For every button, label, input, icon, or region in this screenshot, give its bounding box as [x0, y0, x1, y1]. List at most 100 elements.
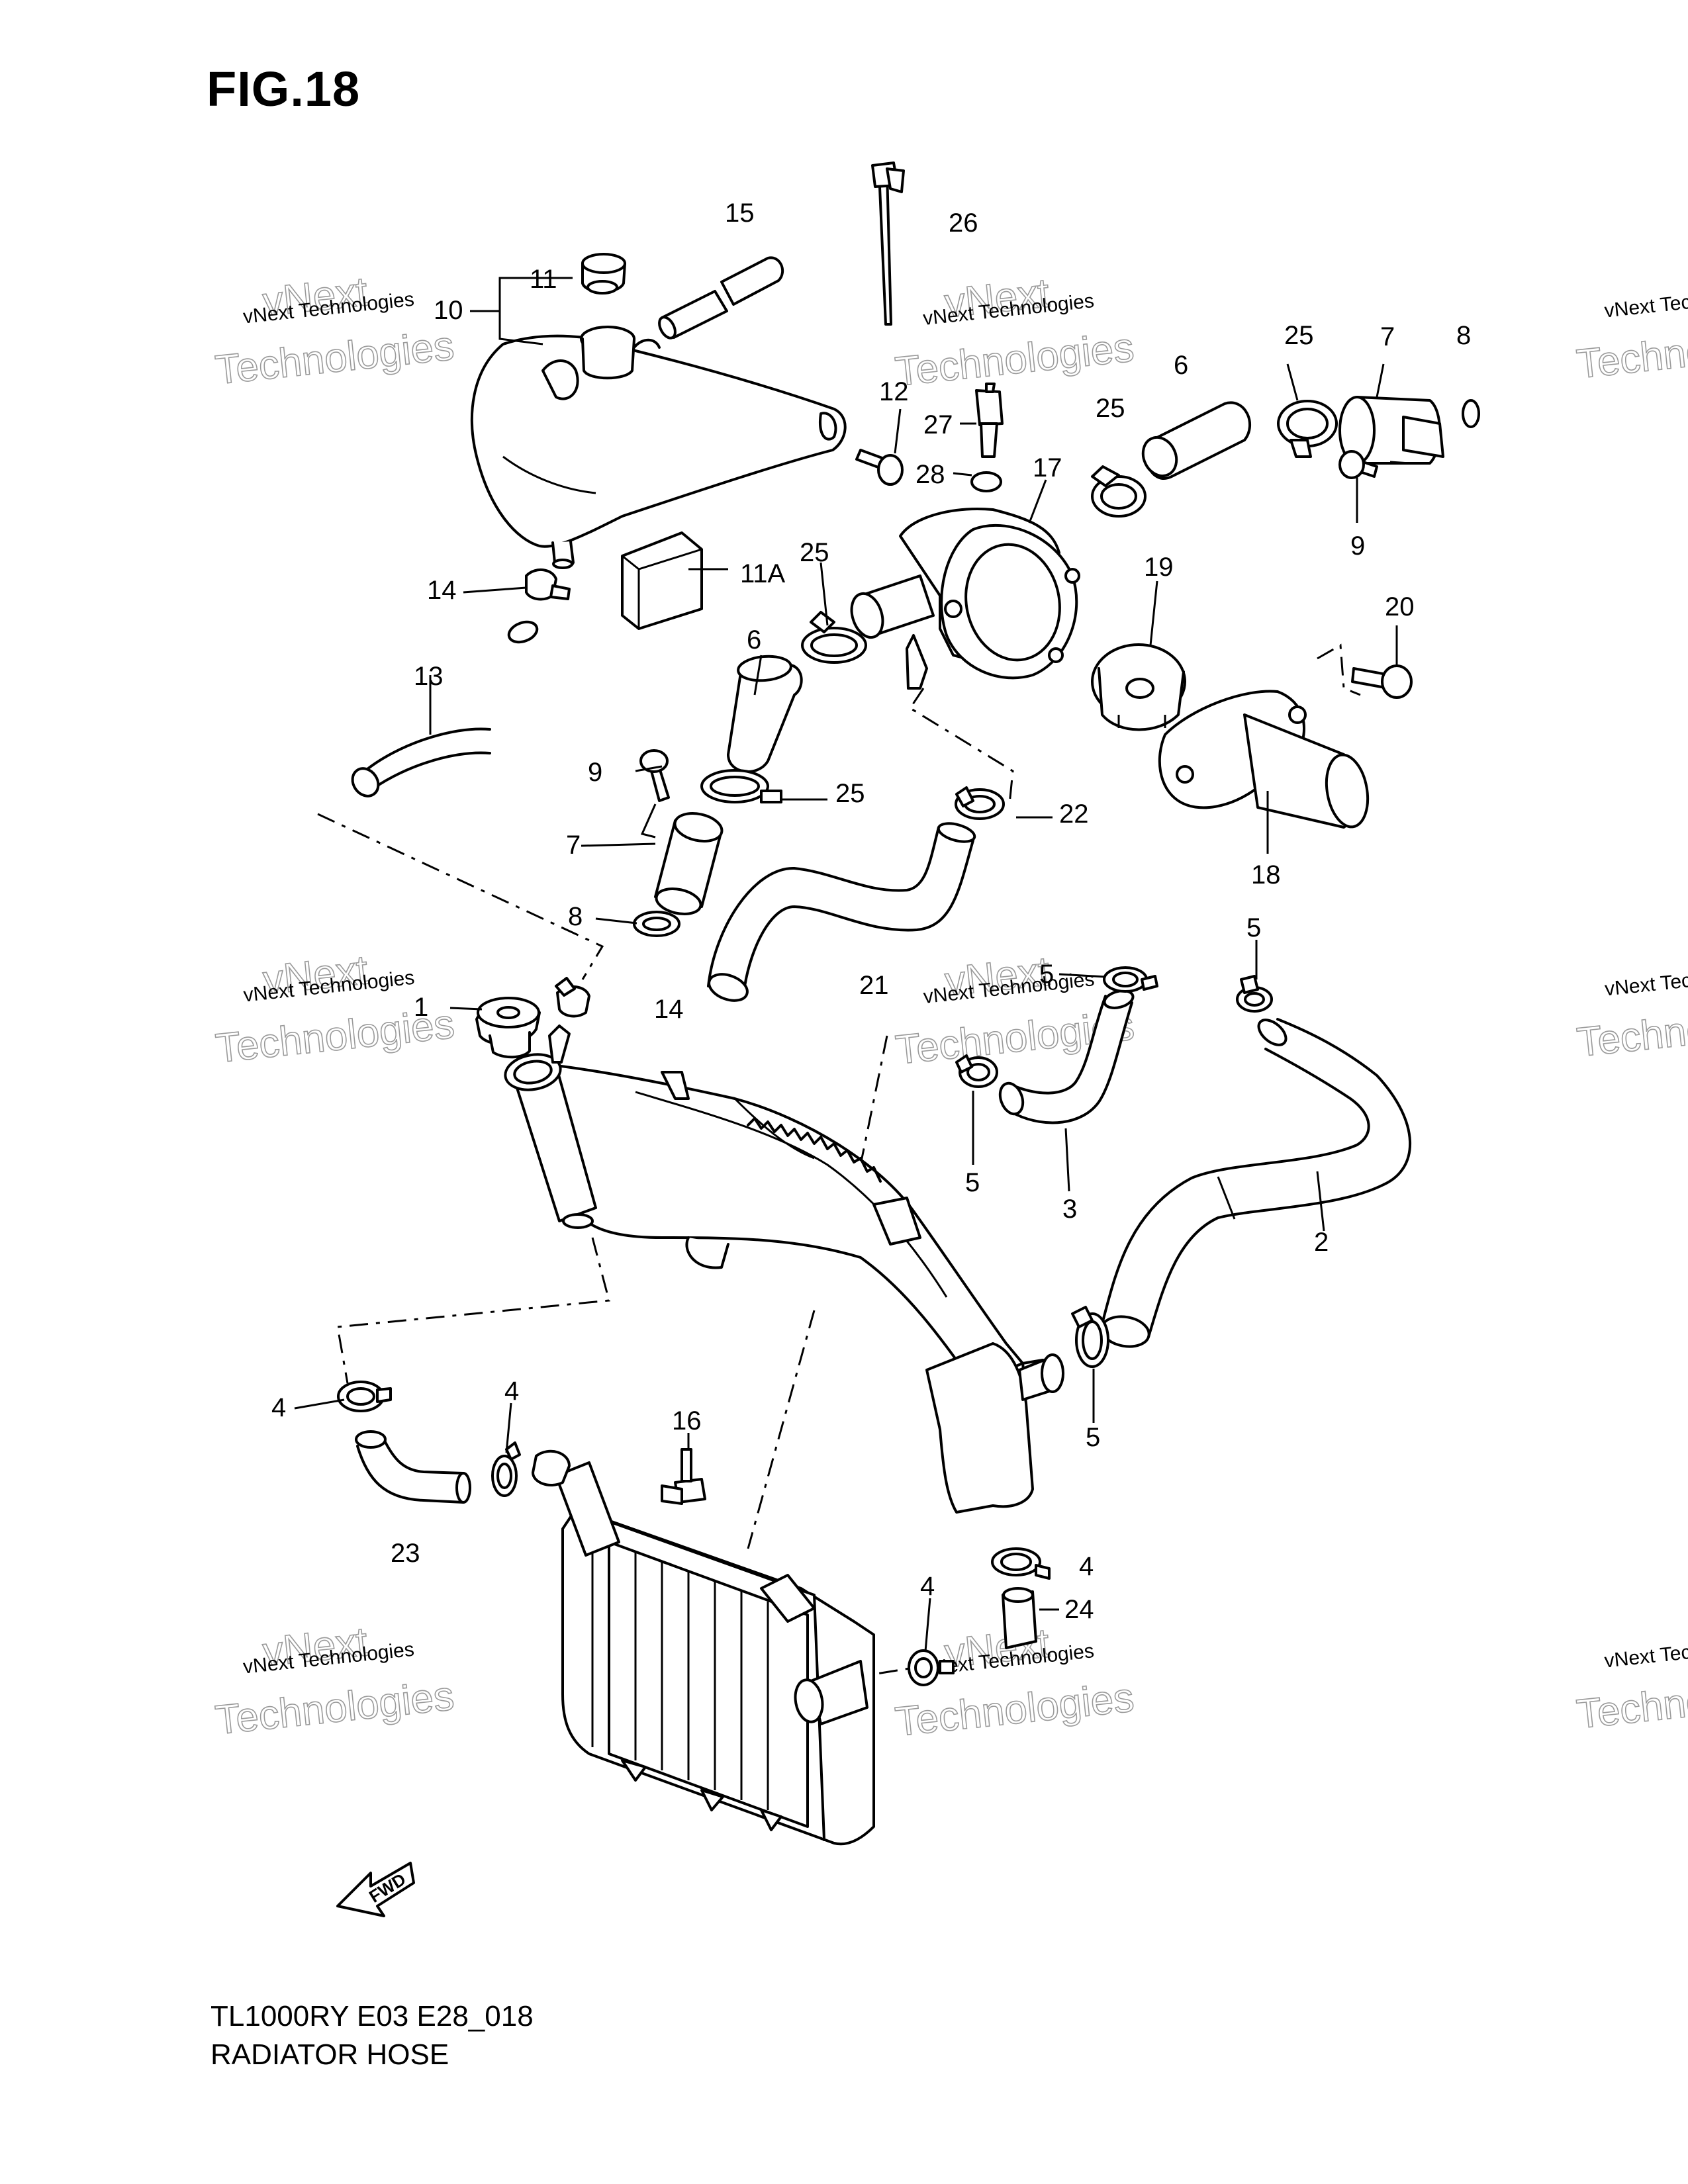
hose-fitting — [1338, 396, 1444, 465]
hose-clamp — [991, 1547, 1051, 1580]
hose — [1100, 1009, 1413, 1353]
watermark: Technologies vNext Technologies — [1574, 283, 1688, 388]
temperature-sensor — [975, 383, 1004, 458]
hose-clamp — [1103, 966, 1158, 993]
callout-labels: 15 26 11 10 25 7 8 6 12 25 27 28 17 9 25… — [271, 199, 1471, 1624]
watermark: Technologies vNext vNext Technologies — [212, 268, 457, 394]
callout-11a: 11A — [740, 559, 786, 588]
callout-20: 20 — [1385, 592, 1415, 621]
callout-4: 4 — [271, 1393, 286, 1422]
callout-18: 18 — [1251, 860, 1281, 889]
leader-lines — [294, 363, 1398, 1652]
hose-clamp — [525, 569, 571, 601]
hose — [1002, 1587, 1037, 1649]
svg-text:Technologies: Technologies — [1574, 1667, 1688, 1737]
callout-15: 15 — [725, 199, 755, 228]
svg-text:Technologies: Technologies — [1574, 317, 1688, 387]
callout-5: 5 — [1039, 960, 1054, 989]
hose-fitting — [654, 812, 724, 915]
bolt — [639, 749, 670, 802]
callout-25: 25 — [1284, 321, 1314, 350]
svg-text:vNext Technologies: vNext Technologies — [1603, 283, 1688, 322]
callout-14: 14 — [427, 576, 457, 605]
upper-radiator — [504, 1024, 1064, 1514]
callout-4: 4 — [920, 1572, 935, 1601]
leader-line — [640, 803, 657, 839]
callout-1: 1 — [414, 993, 428, 1022]
lower-radiator — [532, 1449, 875, 1846]
o-ring-inner — [642, 917, 671, 931]
svg-text:Technologies: Technologies — [1575, 995, 1688, 1066]
callout-10: 10 — [434, 296, 463, 325]
hose — [351, 620, 539, 797]
svg-text:vNext Technologies: vNext Technologies — [1604, 961, 1688, 1001]
reservoir-tank — [470, 326, 847, 569]
callout-5: 5 — [1086, 1423, 1100, 1452]
bolt — [855, 449, 904, 486]
watermark: Technologies vNext vNext Technologies — [212, 1618, 457, 1744]
reservoir-cap — [581, 253, 626, 295]
watermark: Technologies vNext Technologies — [1574, 1633, 1688, 1738]
callout-13: 13 — [414, 662, 444, 691]
hose — [998, 984, 1135, 1124]
hose — [1141, 401, 1252, 480]
callout-19: 19 — [1144, 553, 1174, 582]
bolt — [661, 1448, 706, 1505]
svg-text:vNext Technologies: vNext Technologies — [1603, 1633, 1688, 1672]
o-ring — [1462, 399, 1480, 428]
callout-2: 2 — [1314, 1228, 1329, 1257]
svg-text:Technologies: Technologies — [893, 1674, 1136, 1745]
callout-28: 28 — [915, 460, 945, 489]
callout-9: 9 — [588, 758, 602, 787]
overflow-pipe — [658, 256, 784, 340]
leader-line — [498, 277, 543, 345]
hose-clamp — [955, 1054, 998, 1088]
hose — [707, 814, 976, 1006]
bolt — [1338, 450, 1411, 479]
callout-26: 26 — [949, 208, 978, 238]
svg-text:Technologies: Technologies — [213, 1673, 456, 1743]
callout-25: 25 — [1096, 394, 1125, 423]
hose-clamp — [700, 769, 782, 803]
callout-7: 7 — [566, 831, 581, 860]
callout-25: 25 — [800, 538, 829, 567]
model-code: TL1000RY E03 E28_018 — [211, 2000, 534, 2032]
radiator-cap — [475, 997, 541, 1059]
watermark-group: Technologies vNext vNext Technologies Te… — [212, 268, 1688, 1745]
hose — [727, 655, 803, 773]
callout-25: 25 — [835, 779, 865, 808]
thermostat-cover — [1158, 690, 1370, 829]
watermark: Technologies vNext Technologies — [1574, 961, 1688, 1066]
watermark: Technologies vNext vNext Technologies — [892, 269, 1137, 395]
callout-6: 6 — [1174, 351, 1188, 380]
hose — [355, 1429, 477, 1504]
hose-clamp — [555, 977, 590, 1018]
callout-5: 5 — [965, 1168, 980, 1197]
callout-23: 23 — [391, 1539, 420, 1568]
callout-21: 21 — [859, 971, 889, 1000]
svg-text:Technologies: Technologies — [213, 323, 456, 393]
section-name: RADIATOR HOSE — [211, 2038, 449, 2071]
hose-clamp — [908, 1649, 955, 1686]
callout-9: 9 — [1350, 531, 1365, 561]
cable-tie — [871, 161, 905, 326]
callout-8: 8 — [568, 902, 583, 931]
hose-clamp — [491, 1441, 521, 1497]
hose-clamp — [955, 786, 1005, 820]
hose-clamp — [801, 611, 867, 664]
fwd-direction-arrow: FWD — [336, 1862, 415, 1917]
callout-11: 11 — [530, 265, 557, 294]
hose-clamp — [1071, 1306, 1109, 1368]
callout-6: 6 — [747, 625, 761, 655]
callout-7: 7 — [1380, 322, 1395, 351]
bolt — [1351, 664, 1413, 699]
sensor-washer — [970, 471, 1002, 492]
callout-14: 14 — [654, 995, 684, 1024]
hose-clamp — [1236, 975, 1273, 1013]
hose-clamp — [337, 1381, 392, 1412]
callout-4: 4 — [504, 1377, 519, 1406]
hose-clamp — [1277, 400, 1338, 458]
figure-title: FIG.18 — [207, 62, 361, 116]
